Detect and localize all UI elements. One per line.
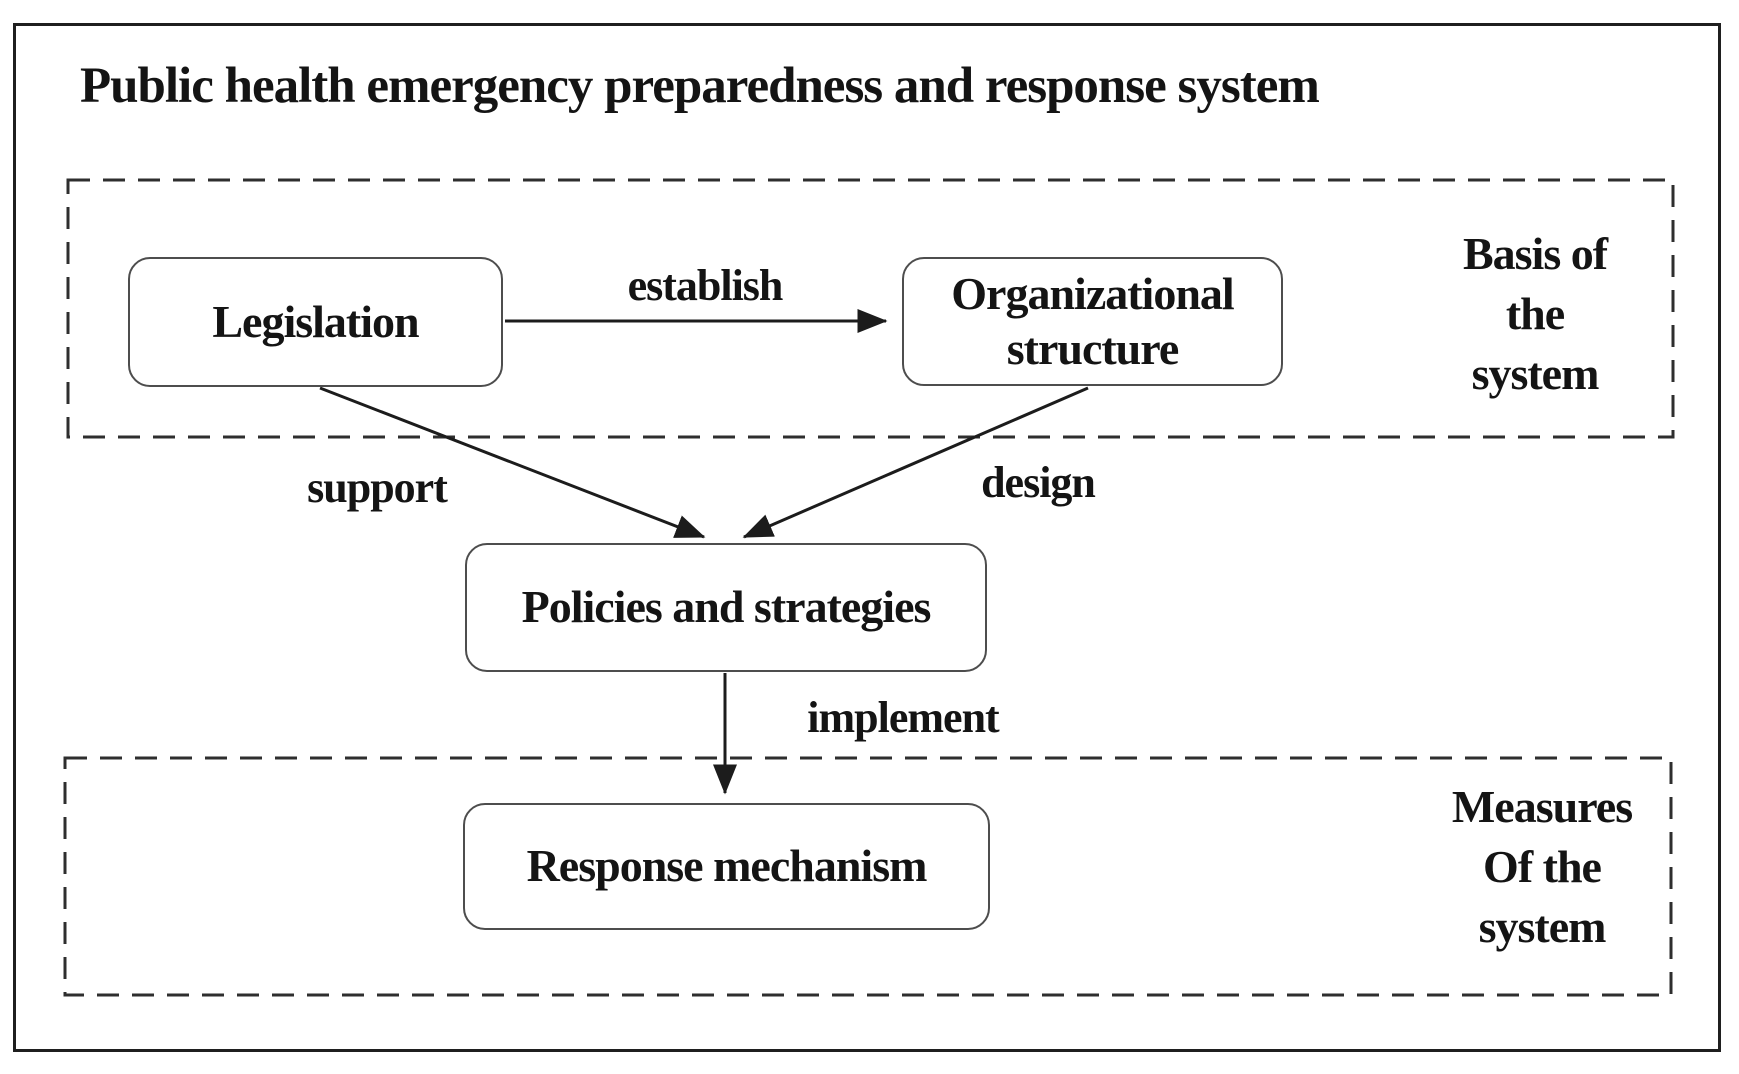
node-response-mechanism: Response mechanism bbox=[463, 803, 990, 930]
node-organizational-structure-label: Organizational structure bbox=[951, 268, 1234, 374]
measures-region-label-line3: system bbox=[1478, 901, 1607, 952]
basis-region-label: Basis of the system bbox=[1462, 224, 1608, 404]
basis-region-label-line3: system bbox=[1471, 348, 1600, 399]
node-legislation-label: Legislation bbox=[212, 295, 419, 347]
diagram-title: Public health emergency preparedness and… bbox=[80, 58, 1320, 114]
basis-region-label-line1: Basis of bbox=[1462, 228, 1608, 279]
basis-region-label-line2: the bbox=[1505, 288, 1565, 339]
edge-label-establish: establish bbox=[627, 261, 784, 310]
node-legislation: Legislation bbox=[128, 257, 503, 387]
node-policies-and-strategies-label: Policies and strategies bbox=[521, 581, 932, 633]
edge-label-support: support bbox=[307, 463, 448, 512]
figure-border bbox=[13, 23, 1721, 1052]
measures-region-label-line1: Measures bbox=[1451, 781, 1633, 832]
measures-region-label: Measures Of the system bbox=[1451, 777, 1633, 957]
node-policies-and-strategies: Policies and strategies bbox=[465, 543, 987, 672]
edge-label-design: design bbox=[981, 458, 1096, 507]
node-organizational-structure: Organizational structure bbox=[902, 257, 1283, 386]
measures-region-label-line2: Of the bbox=[1483, 841, 1602, 892]
node-response-mechanism-label: Response mechanism bbox=[526, 840, 928, 892]
edge-label-implement: implement bbox=[807, 693, 999, 742]
